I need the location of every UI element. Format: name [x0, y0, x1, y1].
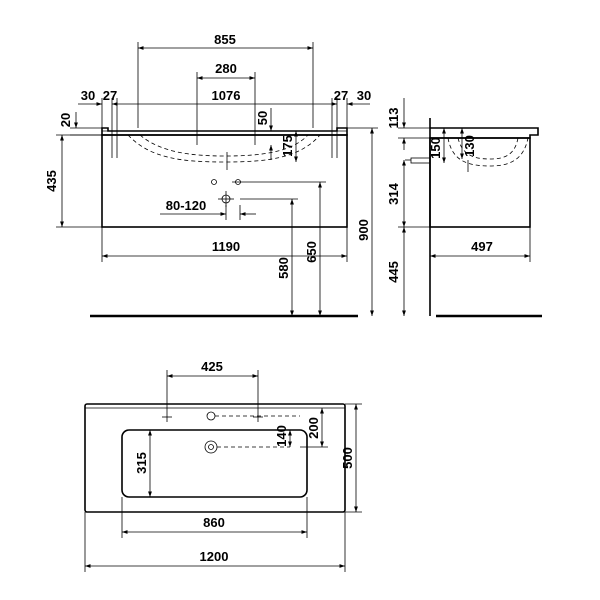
- dim-50: 50: [255, 111, 270, 125]
- dim-650: 650: [304, 241, 319, 263]
- dim-140: 140: [274, 425, 289, 447]
- side-view: 113 150 130 314 445 497: [386, 98, 542, 318]
- dim-1190: 1190: [212, 239, 240, 254]
- dim-315: 315: [134, 452, 149, 474]
- dim-855: 855: [214, 32, 236, 47]
- dim-27-right: 27: [334, 88, 348, 103]
- dim-200: 200: [306, 417, 321, 439]
- dim-435: 435: [44, 170, 59, 192]
- tap-hole-markers: [162, 411, 300, 422]
- front-cabinet: [101, 134, 348, 228]
- dim-1200: 1200: [200, 549, 229, 564]
- dim-1076: 1076: [212, 88, 241, 103]
- top-bowl: [121, 429, 308, 498]
- drain-hole: [204, 440, 218, 454]
- front-basin-bowl: [127, 134, 321, 163]
- front-basin-top: [101, 127, 348, 136]
- dim-175: 175: [280, 135, 295, 157]
- dim-30-right: 30: [357, 88, 371, 103]
- side-basin-top: [430, 127, 539, 139]
- top-view: 425 200 140 315 500 860 1200: [84, 359, 362, 572]
- dim-30-left: 30: [81, 88, 95, 103]
- dim-900: 900: [356, 219, 371, 241]
- dim-860: 860: [203, 515, 225, 530]
- dim-500: 500: [340, 447, 355, 469]
- dim-113: 113: [386, 108, 401, 129]
- side-cabinet: [429, 137, 531, 228]
- top-basin-outline: [84, 403, 346, 513]
- dim-130: 130: [462, 135, 477, 157]
- dim-425: 425: [201, 359, 223, 374]
- dim-314: 314: [386, 182, 401, 204]
- dim-497: 497: [471, 239, 493, 254]
- dim-80-120: 80-120: [166, 198, 206, 213]
- front-view: 855 280 1076 30 27 27 30 20 50 1: [44, 32, 378, 318]
- dim-27-left: 27: [103, 88, 117, 103]
- dim-280: 280: [215, 61, 237, 76]
- dim-445: 445: [386, 261, 401, 283]
- dim-150: 150: [428, 137, 443, 159]
- side-basin-bowl: [447, 137, 529, 167]
- dim-580: 580: [276, 257, 291, 279]
- dim-20: 20: [58, 113, 73, 127]
